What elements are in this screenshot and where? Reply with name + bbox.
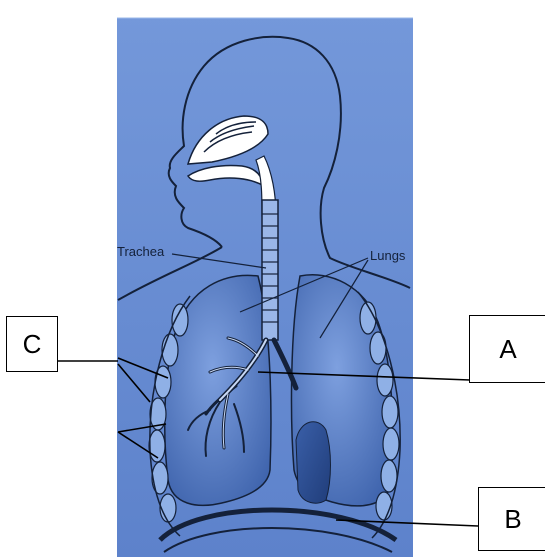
- panel-top-border: [117, 8, 413, 18]
- label-b-text: B: [504, 504, 521, 535]
- label-box-b: B: [478, 487, 545, 551]
- label-box-a: A: [469, 315, 545, 383]
- heart: [296, 422, 331, 503]
- label-a-text: A: [499, 334, 516, 365]
- trachea: [262, 200, 278, 340]
- trachea-label: Trachea: [117, 244, 165, 259]
- label-c-text: C: [23, 329, 42, 360]
- label-box-c: C: [6, 316, 58, 372]
- lungs-label: Lungs: [370, 248, 406, 263]
